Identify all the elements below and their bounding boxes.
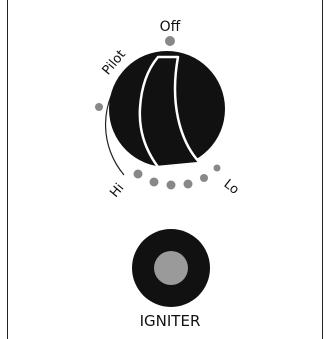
heat-dot-4 bbox=[184, 180, 193, 189]
igniter-label: IGNITER bbox=[110, 312, 230, 330]
off-indicator-dot bbox=[165, 36, 175, 46]
heat-dot-1 bbox=[134, 170, 143, 179]
heat-dot-6 bbox=[214, 165, 221, 172]
off-label: Off bbox=[160, 19, 181, 35]
hi-label: Hi bbox=[107, 181, 127, 201]
pilot-indicator-dot bbox=[95, 103, 103, 111]
igniter-button-center bbox=[154, 251, 188, 285]
heat-dot-3 bbox=[167, 181, 176, 190]
heat-dot-5 bbox=[200, 174, 208, 182]
heat-dot-2 bbox=[150, 178, 159, 187]
lo-label: Lo bbox=[221, 177, 242, 198]
